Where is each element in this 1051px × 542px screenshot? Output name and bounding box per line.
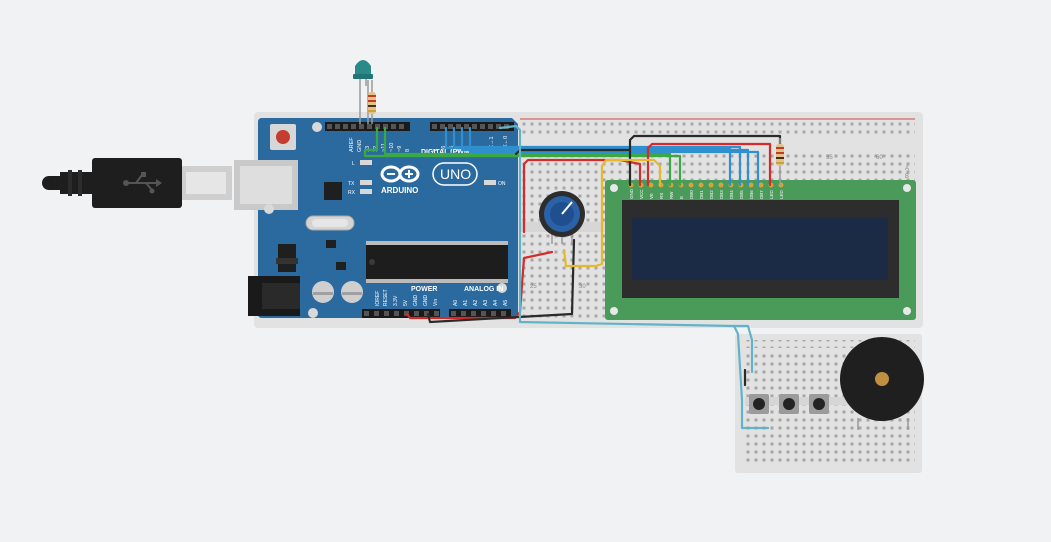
arduino-model-label: UNO: [440, 166, 471, 182]
wire-yellow-v0: [562, 158, 662, 268]
atmega-chip: [366, 245, 508, 279]
arduino-uno-board[interactable]: AREF GND 13 12 ~11 ~10 ~9 8 7 ~6 ~5 4 ~3…: [234, 118, 518, 318]
lcd-pin-led-k: LED: [779, 189, 784, 199]
breadboard-row-label-b: B: [905, 174, 909, 180]
push-button-3[interactable]: [809, 394, 829, 414]
breadboard-col-label-60: 60: [876, 155, 883, 161]
piezo-buzzer[interactable]: [840, 337, 924, 430]
pin-label-gnd: GND: [357, 140, 363, 152]
wire-black-gnd: [426, 238, 576, 324]
pin-label-a3: A3: [483, 300, 489, 306]
lcd-pin-db5: DB5: [739, 190, 744, 199]
pin-label-a2: A2: [473, 300, 479, 306]
lcd-pin-led-a: LED: [769, 189, 774, 199]
lcd-pin-rs: RS: [659, 193, 664, 199]
wires: [363, 124, 782, 430]
resistor-backlight[interactable]: [776, 138, 784, 185]
analog-header-label: ANALOG IN: [464, 286, 503, 293]
usb-chip: [324, 182, 342, 200]
potentiometer[interactable]: [539, 191, 585, 244]
pin-label-9: ~9: [397, 146, 403, 152]
led-component[interactable]: [353, 60, 373, 124]
lcd-pin-vcc: VCC: [639, 189, 644, 199]
pin-label-gnd-1: GND: [413, 295, 419, 307]
lcd-pin-v0: V0: [649, 193, 654, 199]
lcd-pin-db0: DB0: [689, 190, 694, 199]
pin-label-a0: A0: [453, 300, 459, 306]
pin-label-rx: RX←0: [503, 136, 509, 152]
pin-label-gnd-2: GND: [423, 295, 429, 307]
lcd-pin-gnd: GND: [629, 188, 634, 199]
led-rx-label: RX: [348, 190, 356, 196]
power-header: [362, 309, 440, 318]
lcd-pin-db6: DB6: [749, 190, 754, 199]
pin-label-aref: AREF: [349, 137, 355, 152]
push-button-1[interactable]: [749, 394, 769, 414]
usb-icon: [123, 172, 162, 194]
knob-indicator-icon: [561, 201, 573, 215]
wire-green-1: [363, 126, 682, 187]
pin-label-4: 4: [457, 149, 463, 152]
led-on: [484, 180, 496, 185]
pin-label-ioref: IOREF: [375, 291, 381, 306]
breadboard-bottom-label-30: 30: [579, 284, 586, 290]
wire-green-2: [383, 126, 672, 187]
breadboard-bottom-label-25: 25: [530, 284, 537, 290]
wire-blue-4: [468, 126, 760, 187]
breadboard-row-label-a: A: [905, 166, 909, 172]
pin-label-7: 7: [433, 149, 439, 152]
resistor-led[interactable]: [367, 80, 376, 124]
pin-label-8: 8: [405, 149, 411, 152]
lcd-pin-db2: DB2: [709, 190, 714, 199]
pin-label-6: ~6: [441, 146, 447, 152]
arduino-brand-label: ARDUINO: [381, 186, 418, 195]
push-button-2[interactable]: [779, 394, 799, 414]
lcd-pin-e: E: [679, 196, 684, 199]
pin-label-10: ~10: [389, 143, 395, 152]
led-l: [360, 160, 372, 165]
pin-label-vin: Vin: [433, 299, 439, 306]
usb-cable[interactable]: [42, 158, 232, 208]
arduino-logo-icon: [380, 165, 420, 183]
wire-red-5v: [405, 250, 554, 320]
power-header-label: POWER: [411, 286, 437, 293]
led-on-label: ON: [498, 181, 506, 187]
pin-label-a1: A1: [463, 300, 469, 306]
pin-label-a4: A4: [493, 300, 499, 306]
pin-label-5v: 5V: [403, 299, 409, 306]
lcd-pin-rw: RW: [669, 191, 674, 199]
lcd-pin-db4: DB4: [729, 190, 734, 199]
pin-label-3v3: 3.3V: [393, 295, 399, 306]
lcd-pin-db1: DB1: [699, 190, 704, 199]
breadboard-col-label-55: 55: [826, 155, 833, 161]
wire-blue-2: [452, 126, 742, 187]
lcd-pin-db7: DB7: [759, 190, 764, 199]
wire-cyan-2: [731, 324, 754, 374]
pin-label-a5: A5: [503, 300, 509, 306]
led-tx-label: TX: [348, 181, 355, 187]
lcd-pin-db3: DB3: [719, 190, 724, 199]
led-tx: [360, 180, 372, 185]
led-rx: [360, 189, 372, 194]
lcd-screen: [632, 218, 888, 280]
analog-header: [449, 309, 511, 318]
wire-red-rail: [522, 158, 642, 234]
pin-label-reset: RESET: [383, 289, 389, 306]
lcd-16x2-module[interactable]: GND VCC V0 RS RW E DB0 DB1 DB2 DB3 DB4 D…: [605, 180, 916, 320]
led-l-label: L: [352, 161, 355, 167]
pin-label-tx: TX→1: [489, 136, 495, 152]
digital-header-label: DIGITAL (PWM~): [421, 149, 476, 156]
